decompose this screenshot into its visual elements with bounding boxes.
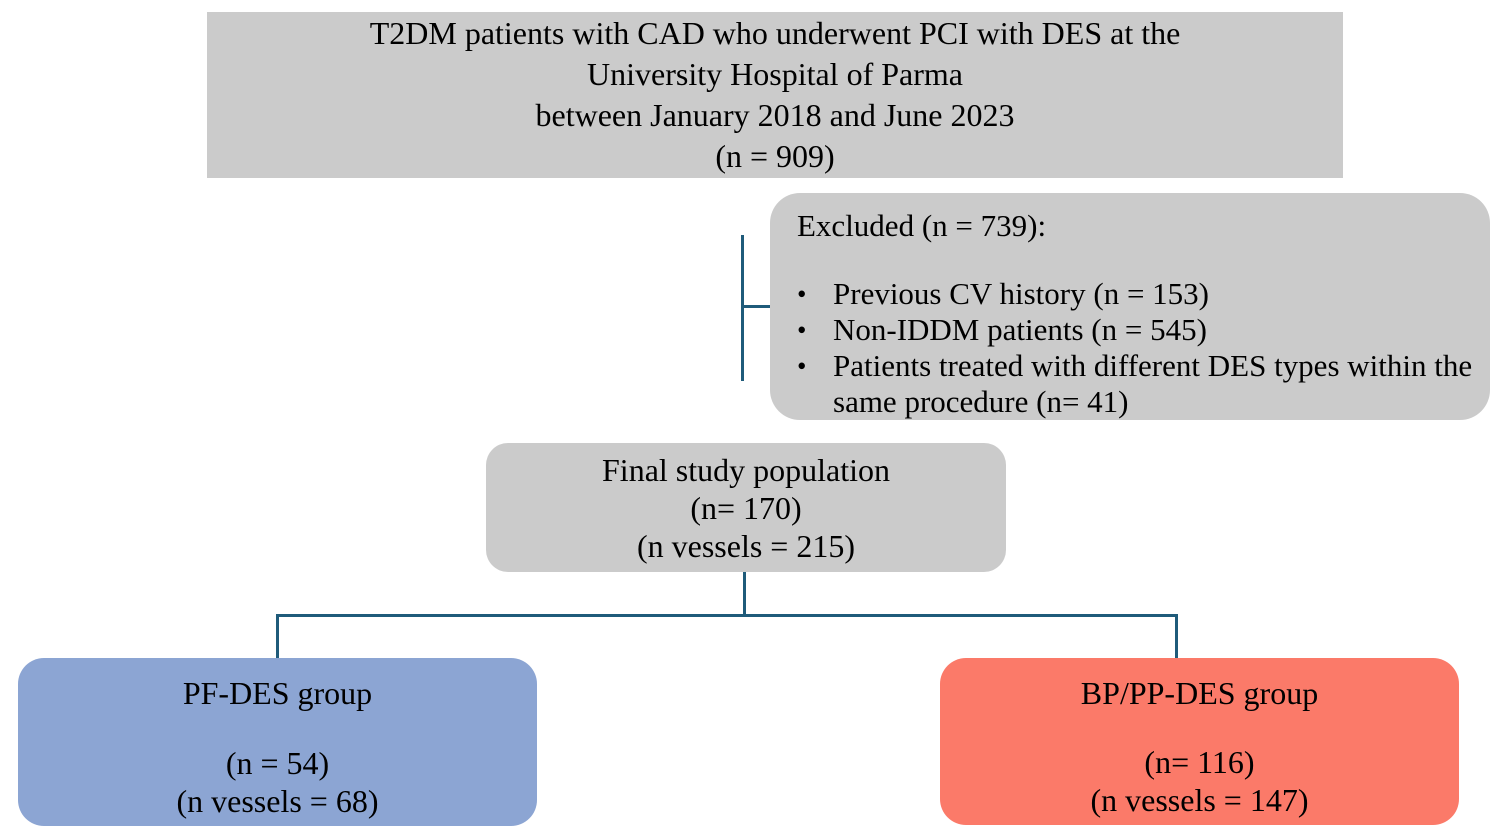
study-population-line: University Hospital of Parma [587, 56, 963, 92]
bullet-icon: • [797, 279, 807, 309]
pf-des-group-title: PF-DES group [182, 675, 373, 711]
pf-des-group-counts: (n = 54) (n vessels = 68) [176, 744, 378, 820]
final-population-vessels: (n vessels = 215) [636, 527, 855, 564]
bullet-icon: • [797, 351, 807, 381]
study-population-line: T2DM patients with CAD who underwent PCI… [369, 15, 1181, 51]
excluded-bullet-text: Non-IDDM patients (n = 545) [833, 312, 1207, 347]
list-item: • Non-IDDM patients (n = 545) [797, 312, 1478, 348]
final-population-box: Final study population (n= 170) (n vesse… [486, 443, 1006, 572]
study-population-count: (n = 909) [715, 138, 835, 174]
final-population-count: (n= 170) [690, 489, 802, 526]
study-population-box: T2DM patients with CAD who underwent PCI… [207, 12, 1343, 178]
excluded-bullet-text: Patients treated with different DES type… [833, 348, 1473, 419]
bp-pp-des-vessels: (n vessels = 147) [1090, 782, 1309, 818]
connector-vertical-to-excluded [741, 235, 744, 381]
excluded-box: Excluded (n = 739): • Previous CV histor… [770, 193, 1490, 420]
bp-pp-des-group-box: BP/PP-DES group (n= 116) (n vessels = 14… [940, 658, 1459, 825]
study-population-line: between January 2018 and June 2023 [535, 97, 1015, 133]
bp-pp-des-count: (n= 116) [1144, 744, 1255, 780]
connector-left-leg [276, 616, 279, 658]
bp-pp-des-group-title: BP/PP-DES group [1080, 675, 1319, 711]
list-item: • Previous CV history (n = 153) [797, 276, 1478, 312]
list-item: • Patients treated with different DES ty… [797, 348, 1478, 420]
bp-pp-des-group-counts: (n= 116) (n vessels = 147) [1090, 743, 1308, 819]
final-population-title: Final study population [602, 451, 890, 488]
pf-des-group-box: PF-DES group (n = 54) (n vessels = 68) [18, 658, 537, 826]
connector-final-stem [743, 572, 746, 615]
pf-des-count: (n = 54) [225, 745, 330, 781]
connector-split-horizontal [276, 614, 1178, 617]
connector-branch-to-excluded [744, 305, 771, 308]
excluded-title: Excluded (n = 739): [797, 208, 1047, 243]
pf-des-vessels: (n vessels = 68) [176, 783, 379, 819]
excluded-bullet-text: Previous CV history (n = 153) [833, 276, 1209, 311]
bullet-icon: • [797, 315, 807, 345]
connector-right-leg [1175, 616, 1178, 658]
excluded-bullet-list: • Previous CV history (n = 153) • Non-ID… [797, 276, 1478, 420]
